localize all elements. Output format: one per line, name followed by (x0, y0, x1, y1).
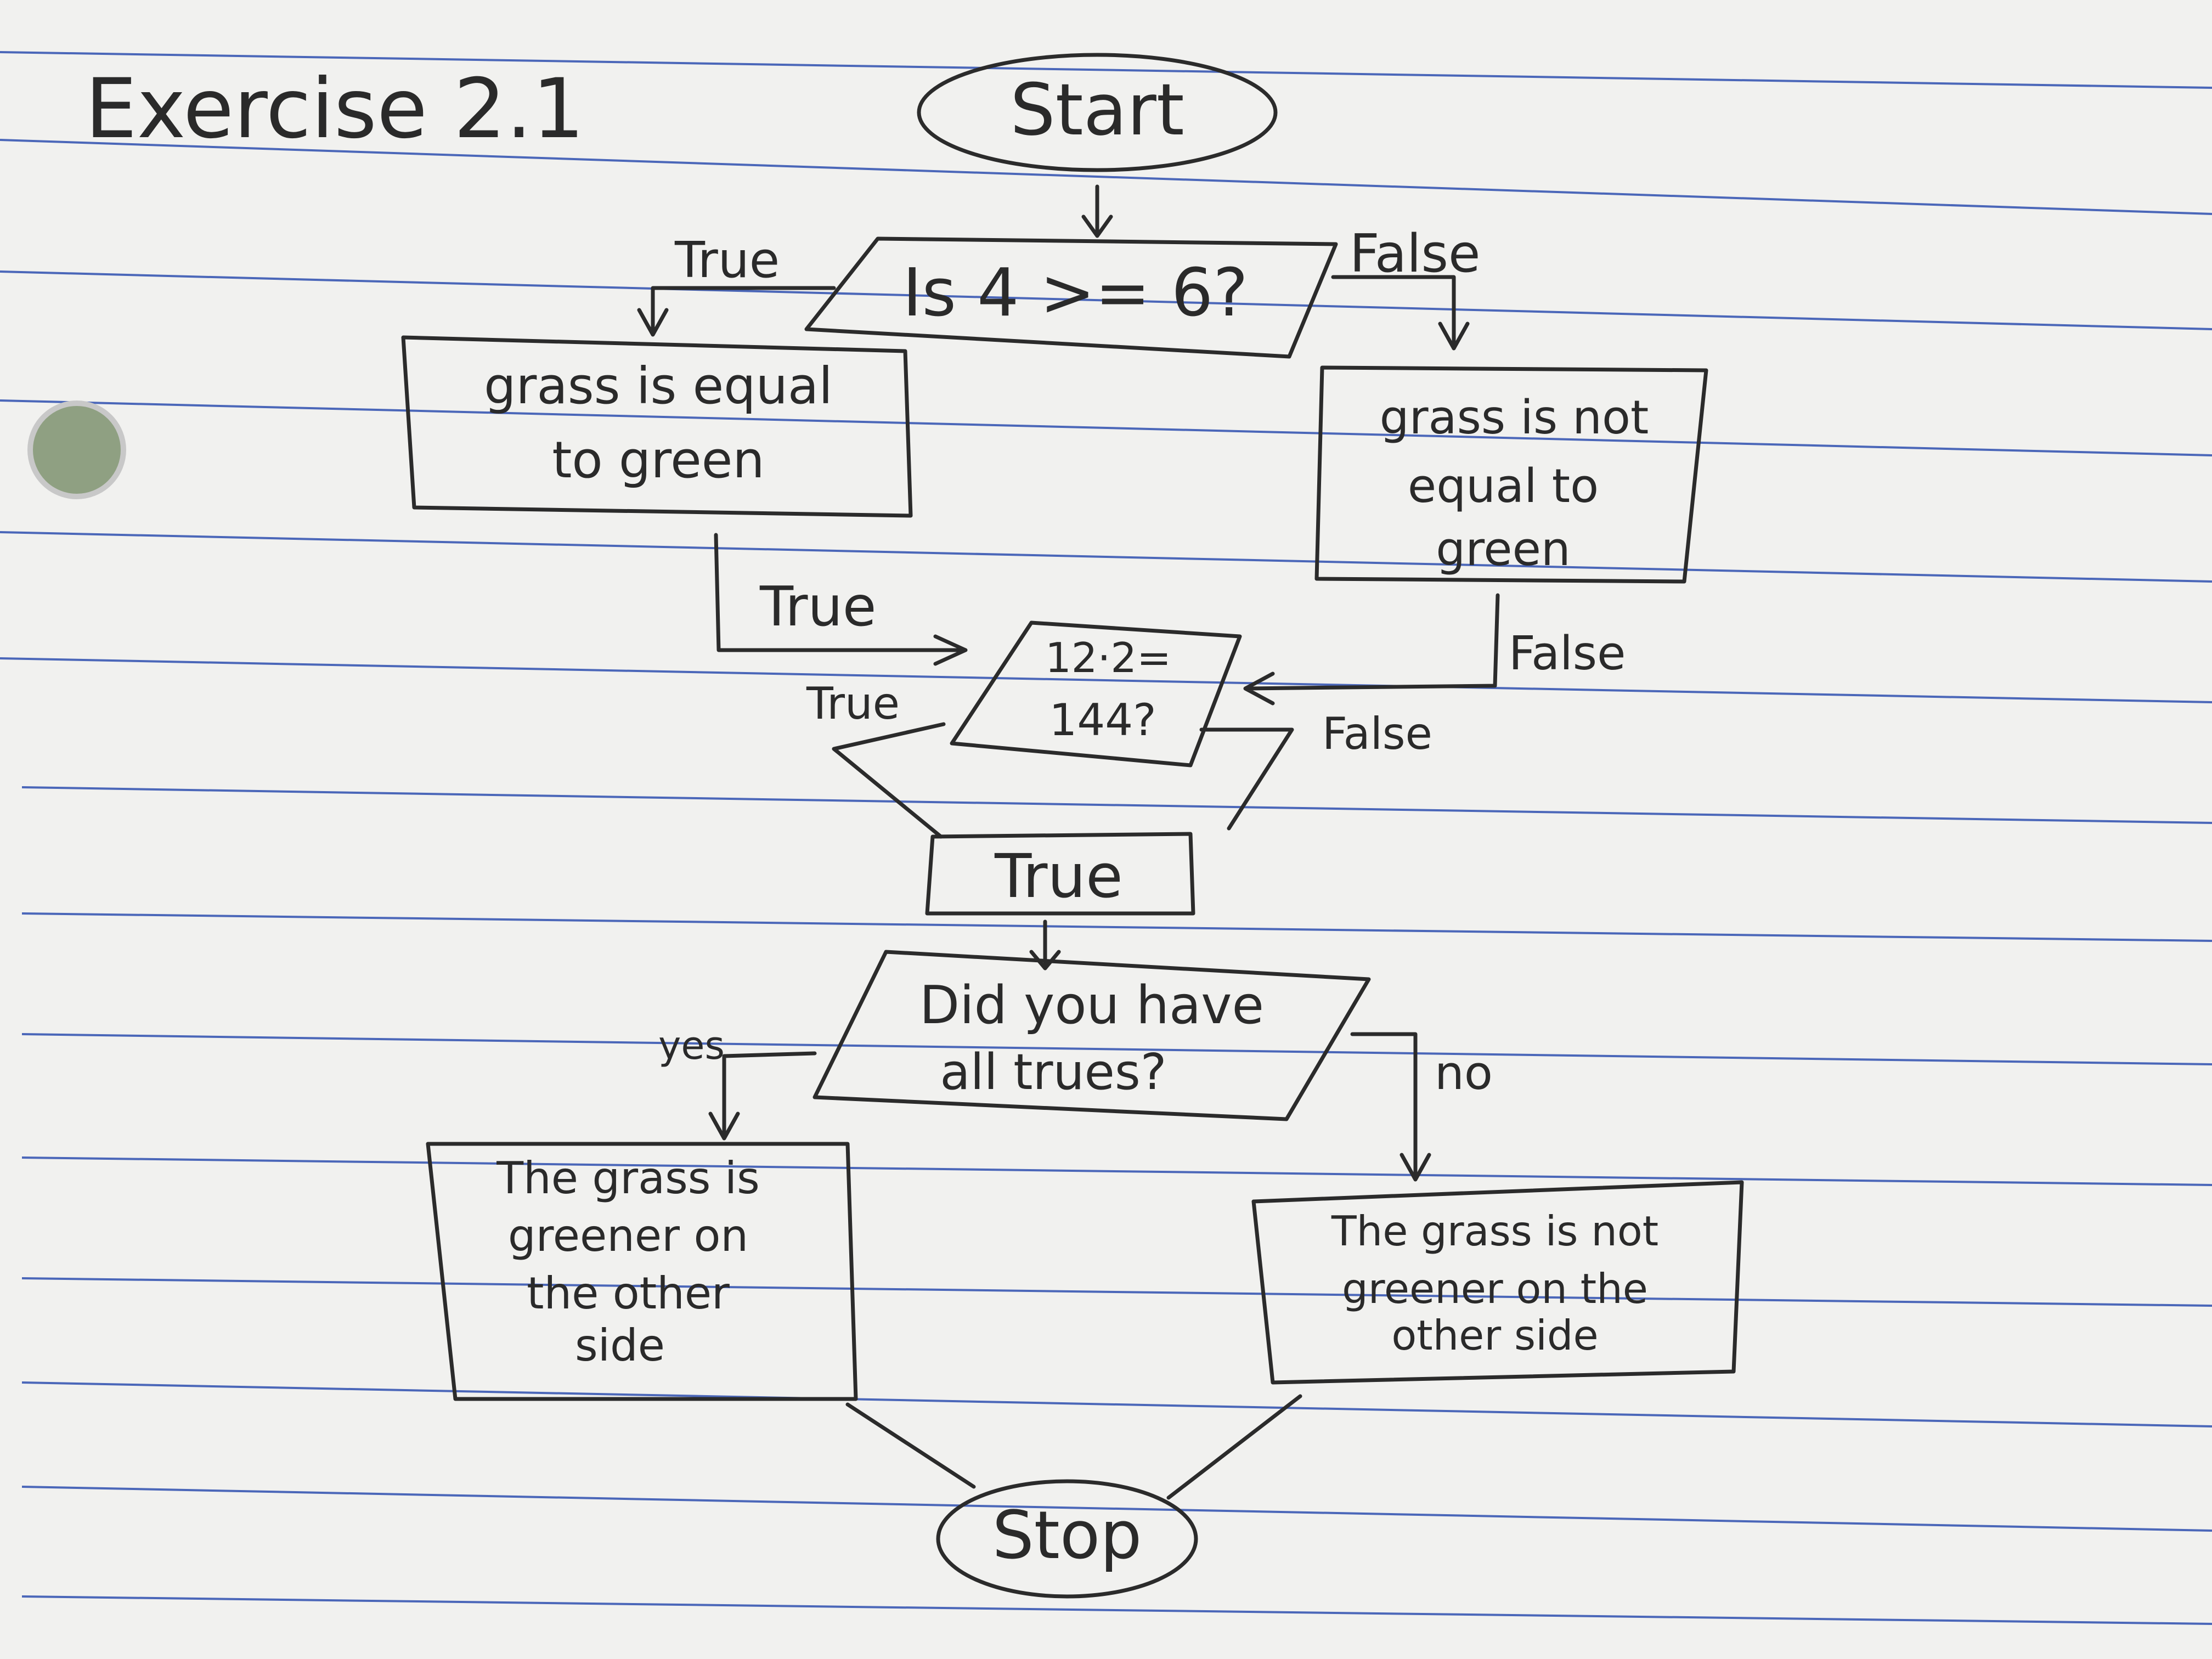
merge-label: True (994, 841, 1123, 911)
grass-equal-line-1: grass is equal (484, 357, 833, 415)
result-yes-box (426, 1142, 858, 1401)
result-yes-line-1: The grass is (496, 1153, 760, 1204)
result-no-box (1251, 1180, 1744, 1385)
grass-not-equal-line-1: grass is not (1380, 391, 1649, 445)
q3-line-1: Did you have (919, 975, 1264, 1036)
stop-label: Stop (992, 1498, 1142, 1574)
line-no-stop (1166, 1394, 1302, 1500)
result-yes-line-4: side (575, 1320, 665, 1371)
ruled-lines (0, 51, 2212, 1625)
line-q2-true (832, 722, 946, 839)
q2-true-label: True (806, 678, 900, 729)
arrow-q3-no (1350, 1032, 1431, 1182)
arrow-q3-yes (708, 1051, 817, 1141)
grass-equal-box (401, 335, 913, 518)
page-title: Exercise 2.1 (85, 61, 584, 157)
box-false-out-label: False (1509, 627, 1626, 681)
binder-hole (30, 403, 123, 496)
result-no-line-3: other side (1391, 1311, 1598, 1359)
arrow-start-q1 (1081, 184, 1113, 238)
q2-line-2: 144? (1049, 695, 1156, 746)
grass-not-equal-line-3: green (1436, 522, 1571, 577)
q3-decision (812, 950, 1371, 1121)
box-true-out-label: True (759, 574, 876, 639)
q3-no-label: no (1435, 1046, 1493, 1101)
arrow-q1-true (637, 286, 836, 337)
grass-not-equal-box (1314, 365, 1708, 584)
q2-decision (950, 620, 1242, 768)
result-no-line-1: The grass is not (1331, 1207, 1658, 1255)
stop-terminal (936, 1479, 1198, 1599)
start-label: Start (1010, 68, 1184, 151)
grass-equal-line-2: to green (552, 431, 764, 489)
q1-label: Is 4 >= 6? (902, 255, 1248, 331)
q1-decision (804, 236, 1338, 359)
q2-false-label: False (1322, 708, 1432, 759)
result-yes-line-2: greener on (508, 1210, 748, 1261)
start-terminal (917, 53, 1278, 172)
line-yes-stop (845, 1402, 976, 1489)
arrow-q1-false (1331, 275, 1470, 351)
q1-true-label: True (674, 232, 780, 289)
q3-line-2: all trues? (940, 1043, 1166, 1101)
q1-false-label: False (1350, 224, 1480, 284)
arrow-boxtrue-q2 (714, 533, 968, 666)
line-q2-false (1199, 727, 1294, 831)
merge-true-box (925, 832, 1195, 916)
q3-yes-label: yes (658, 1023, 725, 1068)
q2-line-1: 12·2= (1045, 634, 1171, 682)
grass-not-equal-line-2: equal to (1408, 459, 1599, 514)
result-yes-line-3: the other (527, 1268, 730, 1319)
result-no-line-2: greener on the (1342, 1265, 1648, 1313)
arrow-boxfalse-q2 (1243, 593, 1500, 706)
